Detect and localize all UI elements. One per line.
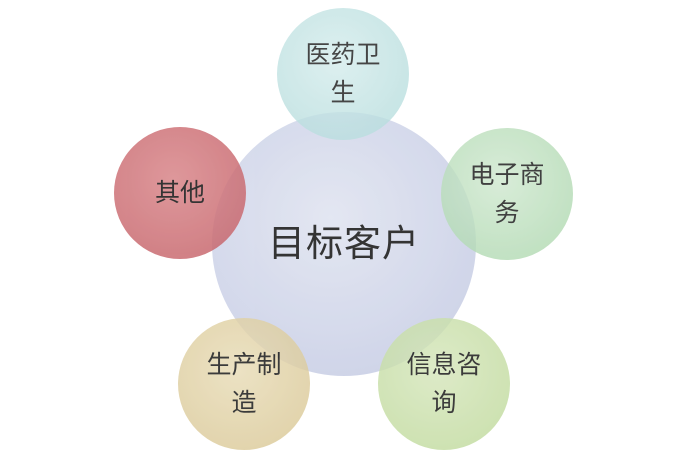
node-e-commerce: 电子商 务 [441,128,573,260]
node-label-line: 其他 [154,178,205,207]
node-label: 电子商 务 [469,156,544,232]
node-other: 其他 [114,127,246,259]
node-label-line: 造 [231,388,257,417]
node-label: 医药卫 生 [305,36,380,112]
node-manufacturing: 生产制 造 [178,318,310,450]
node-label-line: 信息咨 [406,350,482,379]
node-label-line: 询 [431,388,457,417]
node-label-line: 电子商 [469,160,545,189]
node-label: 其他 [155,174,205,212]
node-label: 生产制 造 [206,346,281,422]
node-medical-health: 医药卫 生 [277,8,409,140]
node-label-line: 生 [330,78,356,107]
node-label-line: 医药卫 [305,40,381,69]
node-information-consulting: 信息咨 询 [378,318,510,450]
node-label-line: 生产制 [206,350,282,379]
center-label: 目标客户 [268,222,420,265]
node-label-line: 务 [494,198,520,227]
node-label: 信息咨 询 [406,346,481,422]
